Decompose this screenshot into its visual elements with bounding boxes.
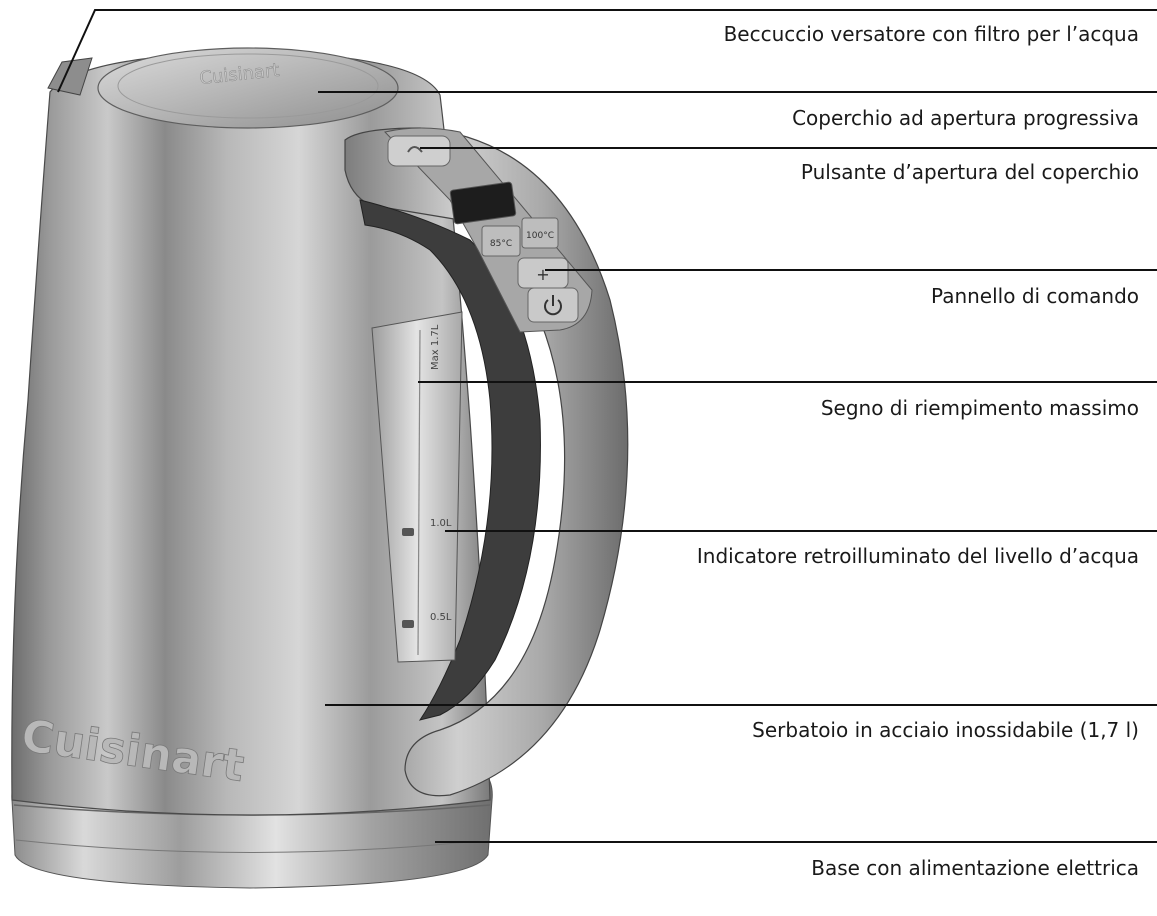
preset-100-label: 100°C	[526, 231, 554, 241]
preset-85-button[interactable]	[481, 225, 521, 257]
preset-100-button[interactable]	[521, 217, 559, 249]
water-max-mark: Max 1.7L	[430, 324, 441, 370]
preset-85-label: 85°C	[490, 239, 512, 249]
plus-label: +	[536, 265, 549, 284]
cup-icon	[402, 528, 414, 536]
callout-max-fill: Segno di riempimento massimo	[820, 396, 1139, 420]
callout-spout: Beccuccio versatore con filtro per l’acq…	[723, 22, 1139, 46]
lid-open-icon	[407, 146, 423, 153]
water-level-mark-1: 1.0L	[430, 518, 452, 529]
callout-control-panel: Pannello di comando	[931, 284, 1139, 308]
callout-tank: Serbatoio in acciaio inossidabile (1,7 l…	[752, 718, 1139, 742]
callout-lid-button: Pulsante d’apertura del coperchio	[800, 160, 1139, 184]
leader-spout	[57, 9, 1157, 93]
leader-lines	[57, 9, 1157, 843]
lid-open-button[interactable]	[387, 135, 451, 167]
water-window	[371, 311, 463, 663]
kettle-spout	[47, 57, 93, 96]
cup-icon	[402, 620, 414, 628]
callout-lid: Coperchio ad apertura progressiva	[792, 106, 1139, 130]
power-icon	[544, 295, 562, 316]
kettle-lid	[97, 47, 399, 129]
display-screen	[449, 181, 517, 225]
callout-water-level: Indicatore retroilluminato del livello d…	[696, 544, 1139, 568]
water-level-mark-2: 0.5L	[430, 612, 452, 623]
callout-base: Base con alimentazione elettrica	[811, 856, 1139, 880]
